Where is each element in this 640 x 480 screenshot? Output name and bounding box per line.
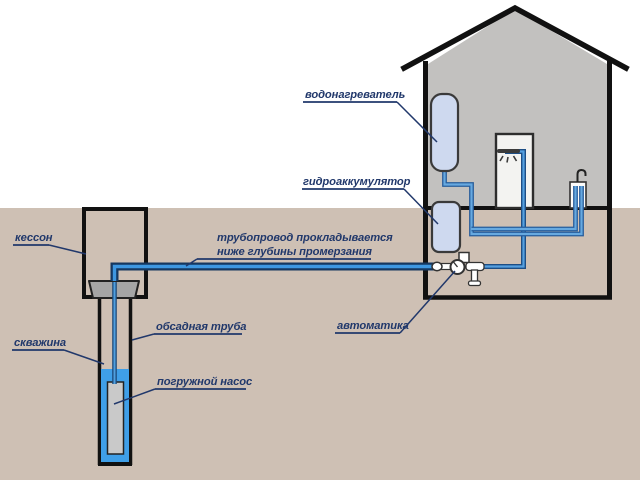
label-automation-leader — [399, 270, 456, 334]
automation-unit — [431, 251, 485, 287]
label-casing-pipe-text: обсадная труба — [156, 321, 246, 333]
faucet-icon — [576, 168, 587, 182]
label-well-text: скважина — [14, 337, 66, 349]
main-supply-pipe-core — [112, 264, 436, 281]
label-submersible-pump-leader — [113, 388, 156, 405]
label-casing-pipe-leader — [131, 333, 155, 341]
heater-distribution-pipe — [442, 170, 584, 237]
main-supply-pipe — [110, 262, 436, 281]
submersible-pump — [106, 381, 125, 455]
label-automation: автоматика — [335, 270, 456, 334]
sink-branch-pipe — [471, 186, 578, 232]
house-interior — [428, 9, 607, 208]
label-automation-text: автоматика — [337, 320, 409, 332]
label-submersible-pump: погружной насос — [113, 376, 253, 405]
shower-head-icon — [497, 149, 520, 163]
label-caisson-text: кессон — [15, 232, 53, 244]
label-caisson-leader — [48, 244, 87, 255]
label-pipeline-note-leader — [185, 258, 198, 267]
label-pipeline-note: трубопровод прокладывается ниже глубины … — [185, 232, 393, 267]
label-hydro-accumulator: гидроаккумулятор — [302, 176, 439, 225]
label-pipeline-note-line1: трубопровод прокладывается — [217, 232, 393, 244]
hydro-accumulator-tank — [430, 200, 462, 254]
label-caisson: кессон — [13, 232, 87, 255]
roof — [400, 4, 630, 72]
label-water-heater-leader — [396, 101, 438, 143]
label-well: скважина — [12, 337, 105, 365]
sink-branch-pipe-core — [471, 186, 577, 231]
label-water-heater: водонагреватель — [303, 89, 438, 143]
pipe-coupling — [431, 261, 443, 272]
label-casing-pipe: обсадная труба — [131, 321, 247, 341]
label-hydro-accumulator-leader — [403, 188, 439, 225]
shower-spray-lines — [499, 155, 518, 163]
heater-distribution-pipe-core — [443, 170, 583, 236]
water-heater-tank — [429, 92, 460, 173]
tee-fitting-stem — [470, 269, 479, 283]
gauge-needle — [452, 261, 459, 268]
label-hydro-accumulator-text: гидроаккумулятор — [303, 176, 411, 188]
tee-fitting-foot — [467, 280, 482, 287]
label-pipeline-note-line2: ниже глубины промерзания — [217, 246, 372, 258]
label-submersible-pump-text: погружной насос — [157, 376, 253, 388]
shower-cabin — [494, 132, 535, 210]
tee-fitting-horizontal — [465, 261, 485, 272]
label-water-heater-text: водонагреватель — [305, 89, 405, 101]
label-well-leader — [63, 349, 105, 365]
